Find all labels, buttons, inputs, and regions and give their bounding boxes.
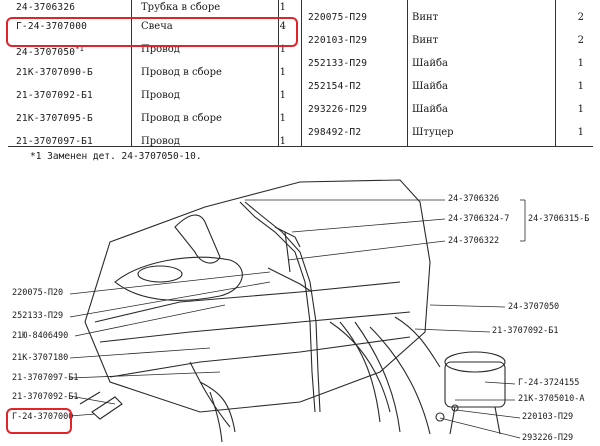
callout-label: 24-3706322 [448, 236, 500, 246]
table-row: 21К-3707095-Б Провод в сборе 1 [6, 107, 298, 130]
callout-label: 21-3707092-Б1 [12, 392, 79, 402]
part-name: Провод в сборе [141, 113, 222, 124]
part-name: Провод [141, 44, 180, 55]
part-qty: 1 [279, 2, 286, 13]
highlight-box-spark-plug-callout [6, 408, 72, 434]
column-divider [131, 0, 132, 146]
part-code: 21-3707092-Б1 [16, 90, 93, 101]
table-row: 21К-3707090-Б Провод в сборе 1 [6, 61, 298, 84]
part-code: 24-3706326 [16, 2, 76, 13]
table-row: 252133-П29 Шайба 1 [304, 52, 596, 75]
part-name: Винт [412, 35, 439, 46]
part-qty: 4 [279, 21, 286, 32]
callout-label: 220103-П29 [522, 412, 574, 422]
table-row: 21-3707092-Б1 Провод 1 [6, 84, 298, 107]
table-row: 24-3707050*1 Провод 1 [6, 38, 298, 61]
callout-label: 21Ю-8406490 [12, 331, 69, 341]
table-row: 220103-П29 Винт 2 [304, 29, 596, 52]
part-name: Штуцер [412, 127, 454, 138]
part-qty: 1 [577, 58, 584, 69]
part-name: Шайба [412, 81, 449, 92]
part-name: Провод [141, 90, 180, 101]
part-code: 252133-П29 [308, 58, 368, 69]
part-code: 298492-П2 [308, 127, 362, 138]
callout-label: 220075-П20 [12, 288, 64, 298]
column-divider [407, 0, 408, 146]
part-name: Свеча [141, 21, 173, 32]
callout-label: 24-3706324-7 [448, 214, 510, 224]
part-name: Провод [141, 136, 180, 147]
table-row: 24-3706326 Трубка в сборе 1 [6, 0, 298, 15]
table-left: 24-3706326 Трубка в сборе 1 Г-24-3707000… [6, 0, 298, 153]
part-name: Шайба [412, 58, 449, 69]
part-qty: 1 [577, 81, 584, 92]
part-qty: 1 [279, 136, 286, 147]
part-code: 21К-3707095-Б [16, 113, 93, 124]
part-name: Трубка в сборе [141, 2, 221, 13]
part-name: Шайба [412, 104, 449, 115]
engine-diagram: 24-3706326 24-3706324-7 24-3706322 24-37… [0, 172, 600, 446]
part-code: 24-3707050*1 [16, 45, 85, 59]
table-row: 298492-П2 Штуцер 1 [304, 121, 596, 144]
part-code: Г-24-3707000 [16, 21, 88, 32]
part-qty: 1 [279, 67, 286, 78]
callout-label: 252133-П29 [12, 311, 64, 321]
callout-label: 21-3707092-Б1 [492, 326, 559, 336]
part-qty: 1 [577, 104, 584, 115]
callout-label: 24-3706326 [448, 194, 500, 204]
table-row: 21-3707097-Б1 Провод 1 [6, 130, 298, 153]
part-qty: 1 [279, 90, 286, 101]
table-bottom-rule [8, 146, 593, 147]
callout-label: 24-3707050 [508, 302, 560, 312]
part-code: 220103-П29 [308, 35, 368, 46]
column-divider [301, 0, 302, 146]
part-name: Провод в сборе [141, 67, 222, 78]
highlight-box-spark-plug-row [6, 17, 298, 47]
part-code: 252154-П2 [308, 81, 362, 92]
part-code: 220075-П29 [308, 12, 368, 23]
callout-label: Г-24-3724155 [518, 378, 580, 388]
callout-label: 293226-П29 [522, 433, 574, 443]
footnote: *1 Заменен дет. 24-3707050-10. [30, 151, 202, 162]
part-qty: 1 [279, 44, 286, 55]
column-divider [555, 0, 556, 146]
table-row: 293226-П29 Шайба 1 [304, 98, 596, 121]
table-row: 252154-П2 Шайба 1 [304, 75, 596, 98]
part-code: 21-3707097-Б1 [16, 136, 93, 147]
part-name: Винт [412, 12, 439, 23]
callout-label: 21-3707097-Б1 [12, 373, 79, 383]
part-code: 293226-П29 [308, 104, 368, 115]
part-qty: 1 [279, 113, 286, 124]
parts-table: 24-3706326 Трубка в сборе 1 Г-24-3707000… [0, 0, 600, 172]
callout-label: 24-3706315-Б [528, 214, 590, 224]
column-divider [278, 0, 279, 146]
part-qty: 2 [577, 35, 584, 46]
part-qty: 2 [577, 12, 584, 23]
table-row: 220075-П29 Винт 2 [304, 6, 596, 29]
callout-label: 21К-3707180 [12, 353, 69, 363]
engine-drawing [69, 179, 526, 443]
callout-label: 21К-3705010-А [518, 394, 585, 404]
part-qty: 1 [577, 127, 584, 138]
callout-label: Г-24-3707000 [12, 412, 74, 422]
table-right: 220075-П29 Винт 2 220103-П29 Винт 2 2521… [304, 0, 596, 138]
part-code: 21К-3707090-Б [16, 67, 93, 78]
table-row: Г-24-3707000 Свеча 4 [6, 15, 298, 38]
